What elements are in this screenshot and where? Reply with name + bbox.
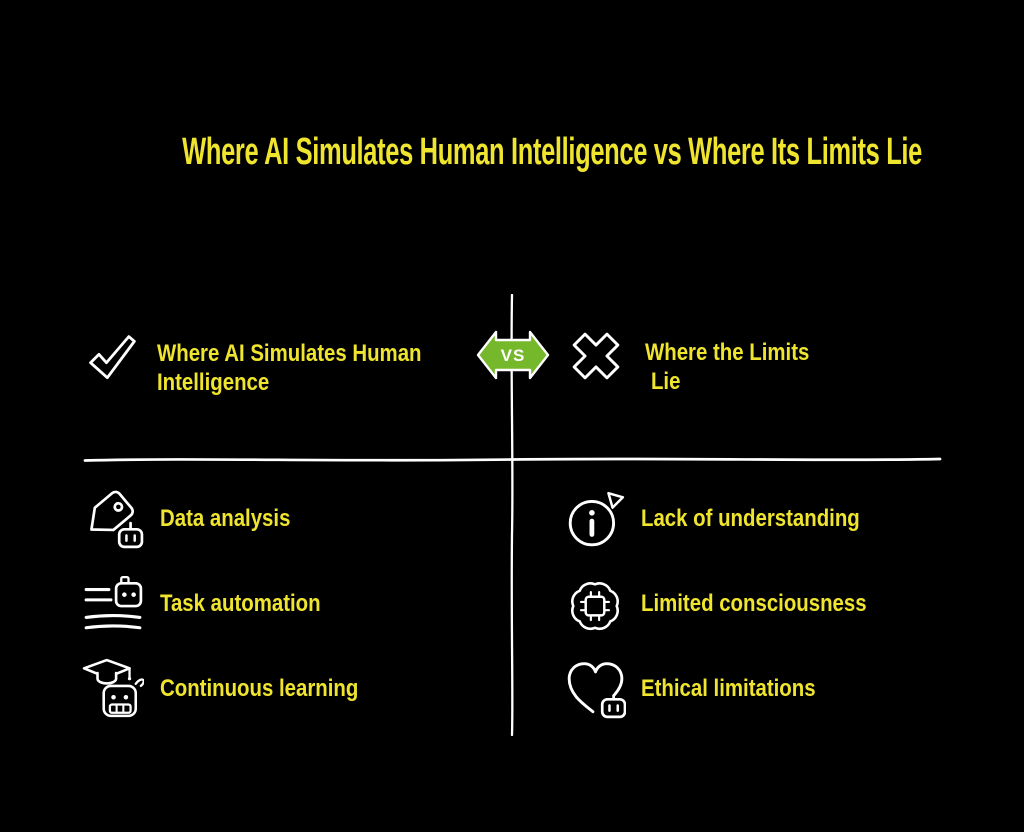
vs-badge: VS (476, 330, 550, 380)
vs-label: VS (501, 346, 526, 365)
checkmark-icon (84, 331, 140, 387)
item-label: Continuous learning (160, 674, 359, 702)
item-label: Lack of understanding (641, 504, 860, 532)
item-label: Task automation (160, 589, 321, 617)
item-label: Ethical limitations (641, 674, 816, 702)
list-item: Lack of understanding (564, 476, 906, 561)
cross-icon (567, 327, 625, 385)
list-item: Continuous learning (82, 646, 393, 731)
page-title-wrap: Where AI Simulates Human Intelligence vs… (0, 131, 1024, 174)
left-column-header: Where AI Simulates Human Intelligence (84, 331, 468, 397)
page-title: Where AI Simulates Human Intelligence vs… (182, 131, 922, 173)
item-label: Limited consciousness (641, 589, 867, 617)
item-label: Data analysis (160, 504, 291, 532)
heart-robot-icon (564, 658, 626, 720)
left-heading-line1: Where AI Simulates Human (157, 340, 422, 367)
tag-robot-icon (82, 488, 144, 550)
right-heading-line2: Lie (650, 367, 681, 395)
list-item: Ethical limitations (564, 646, 906, 731)
right-column-header: Where the Limits Lie (567, 327, 838, 396)
graduation-robot-icon (82, 658, 144, 720)
right-column-heading: Where the Limits Lie (645, 339, 838, 396)
left-items-column: Data analysis Task automa (82, 476, 393, 731)
brain-chip-icon (564, 573, 626, 635)
horizontal-divider-line (83, 457, 942, 462)
list-item: Data analysis (82, 476, 393, 561)
list-item: Limited consciousness (564, 561, 906, 646)
list-item: Task automation (82, 561, 393, 646)
right-items-column: Lack of understanding (564, 476, 906, 731)
right-heading-line1: Where the Limits (645, 339, 810, 366)
left-column-heading: Where AI Simulates Human Intelligence (157, 340, 468, 397)
task-list-robot-icon (82, 573, 144, 635)
info-alert-icon (564, 488, 626, 550)
left-heading-line2: Intelligence (157, 368, 270, 396)
